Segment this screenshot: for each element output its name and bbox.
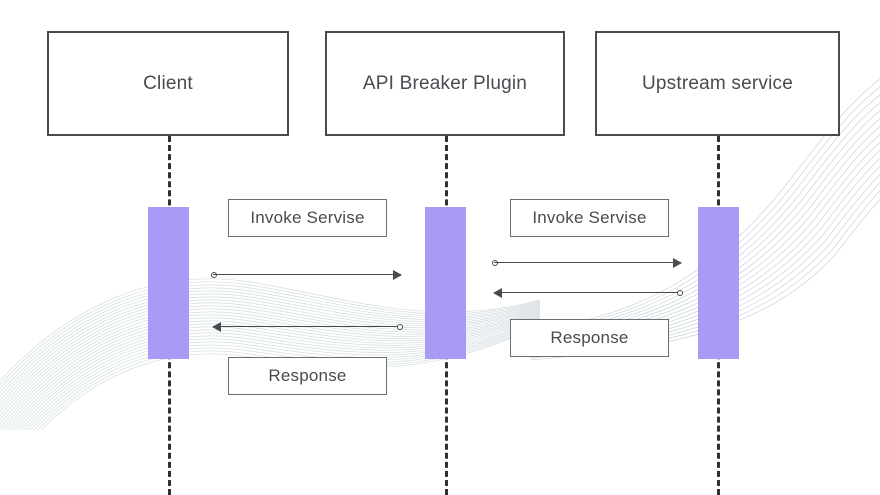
message-label-invoke-servise-1[interactable]: Invoke Servise xyxy=(228,199,387,237)
arrow-shaft xyxy=(213,274,401,275)
activation-bar-upstream xyxy=(698,207,739,359)
participant-box-client[interactable]: Client xyxy=(47,31,289,136)
arrow-head-icon xyxy=(212,322,221,332)
participant-label-client: Client xyxy=(143,72,193,94)
arrow-head-icon xyxy=(393,270,402,280)
participant-label-plugin: API Breaker Plugin xyxy=(362,72,528,94)
arrow-shaft xyxy=(494,292,681,293)
message-label-text: Response xyxy=(550,328,629,347)
message-label-text: Invoke Servise xyxy=(250,208,365,227)
message-label-response-1[interactable]: Response xyxy=(510,319,669,357)
arrow-tail-dot xyxy=(677,289,683,296)
arrow-head-icon xyxy=(493,288,502,298)
participant-box-upstream[interactable]: Upstream service xyxy=(595,31,840,136)
message-arrow-response-plugin-to-client xyxy=(212,321,403,333)
participant-box-plugin[interactable]: API Breaker Plugin xyxy=(325,31,565,136)
arrow-shaft xyxy=(213,326,401,327)
message-arrow-invoke-servise-client-to-plugin xyxy=(211,269,402,281)
message-arrow-response-upstream-to-plugin xyxy=(493,287,683,299)
message-arrow-invoke-servise-plugin-to-upstream xyxy=(492,257,682,269)
arrow-tail-dot xyxy=(397,323,403,330)
participant-label-upstream: Upstream service xyxy=(641,72,794,94)
arrow-head-icon xyxy=(673,258,682,268)
message-label-response-2[interactable]: Response xyxy=(228,357,387,395)
activation-bar-client xyxy=(148,207,189,359)
message-label-text: Response xyxy=(268,366,347,385)
message-label-text: Invoke Servise xyxy=(532,208,647,227)
activation-bar-plugin xyxy=(425,207,466,359)
arrow-shaft xyxy=(494,262,681,263)
message-label-invoke-servise-2[interactable]: Invoke Servise xyxy=(510,199,669,237)
